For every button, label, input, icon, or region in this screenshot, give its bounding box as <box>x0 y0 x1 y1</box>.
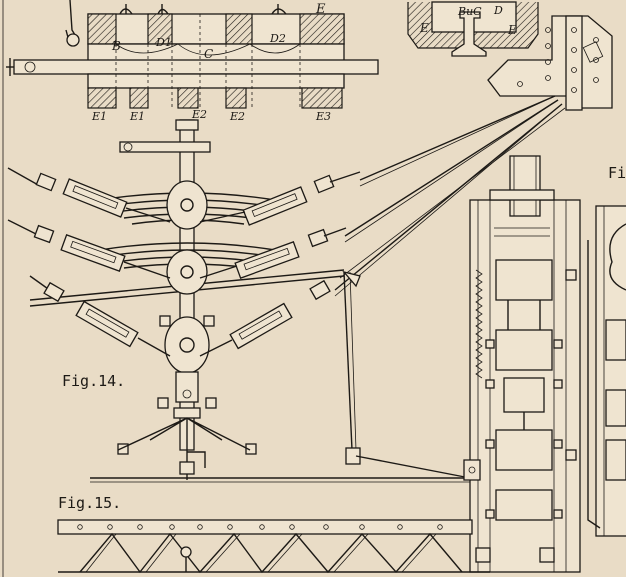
anchor-bracket <box>487 15 613 111</box>
label-D-rail: D <box>493 4 503 17</box>
figure-14-label: Fig.14. <box>62 372 125 390</box>
label-E: E <box>315 2 326 17</box>
label-E1-a: E1 <box>91 110 107 123</box>
label-D1: D1 <box>155 36 172 49</box>
top-plan-detail <box>6 0 379 109</box>
label-E3: E3 <box>315 110 331 123</box>
label-E-rail-right: E <box>507 23 517 37</box>
vertical-frame-mechanism <box>463 155 581 573</box>
label-E2-a: E2 <box>191 108 207 121</box>
label-D2: D2 <box>269 32 286 45</box>
figure-partial-label: Fi <box>608 164 626 182</box>
label-BuC: BuC <box>457 5 482 18</box>
label-C: C <box>204 47 213 61</box>
truss-girder <box>57 519 490 574</box>
label-B: B <box>111 39 121 53</box>
label-E-rail-left: E <box>419 21 429 35</box>
rail-section <box>407 1 539 57</box>
spring-assembly <box>7 119 471 483</box>
tension-cables <box>334 95 566 297</box>
label-E1-b: E1 <box>129 110 145 123</box>
figure-15-label: Fig.15. <box>58 494 121 512</box>
partial-right-figure <box>587 205 626 537</box>
label-E2-b: E2 <box>229 110 245 123</box>
